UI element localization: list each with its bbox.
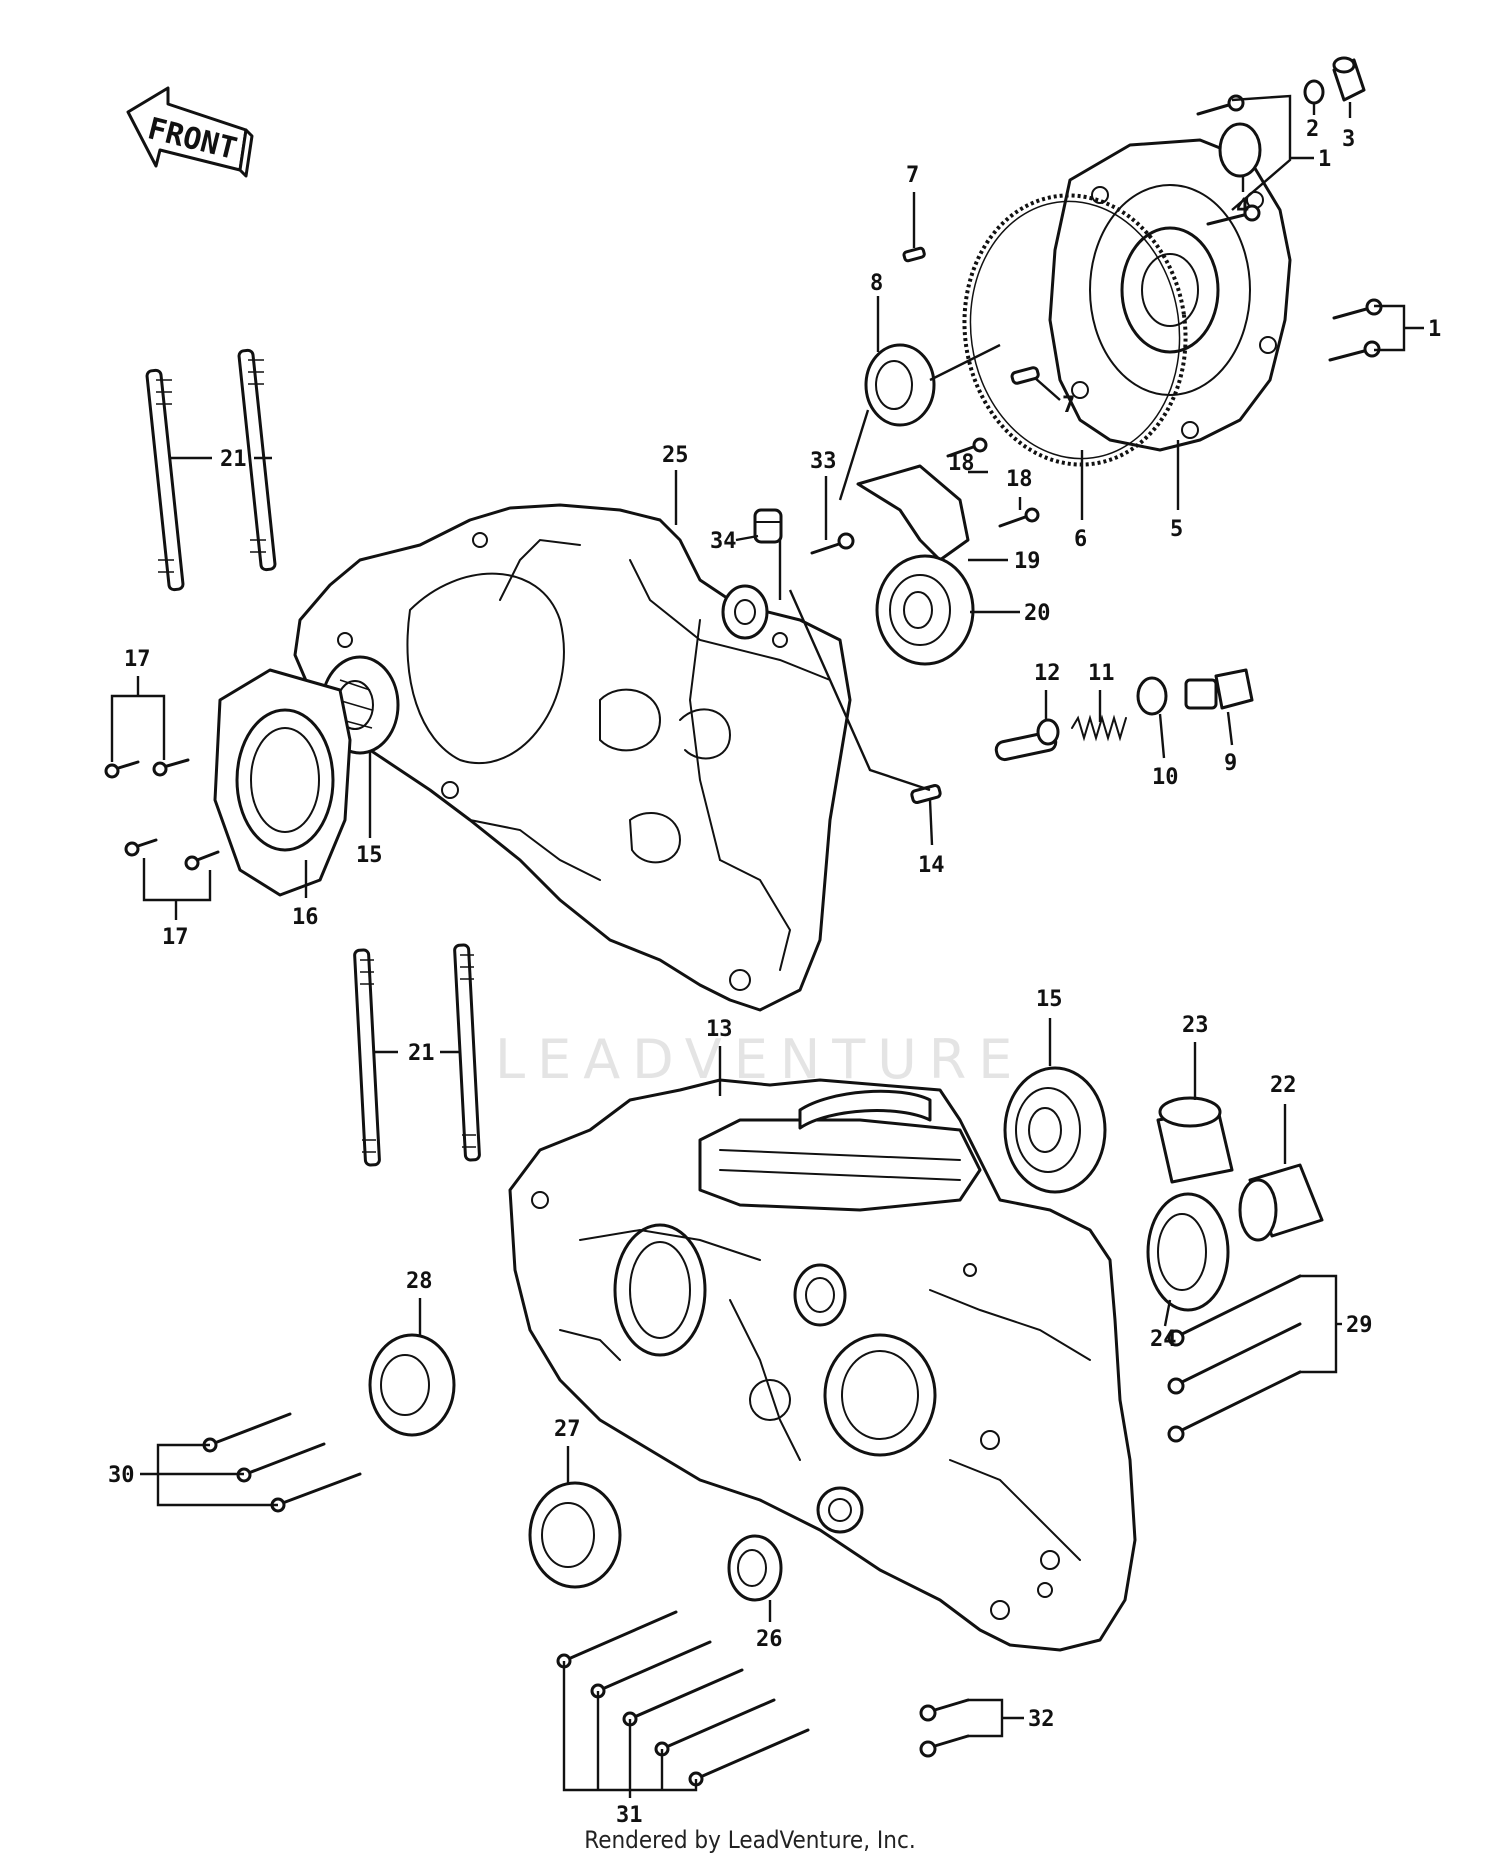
lower-crankcase-half — [508, 1078, 1137, 1652]
callout-31: 31 — [616, 1803, 643, 1828]
callout-17-bottom: 17 — [162, 925, 189, 950]
studs-21-lower — [353, 943, 481, 1167]
callout-15-lower: 15 — [1036, 987, 1063, 1012]
callout-7-top: 7 — [906, 163, 919, 188]
screws-32 — [919, 1698, 970, 1758]
callout-22: 22 — [1270, 1073, 1297, 1098]
oil-seal-27 — [528, 1481, 622, 1589]
callout-27: 27 — [554, 1417, 581, 1442]
bracket-19 — [856, 437, 1040, 562]
callout-10: 10 — [1152, 765, 1179, 790]
bolts-31 — [556, 1610, 810, 1787]
callout-20: 20 — [1024, 601, 1051, 626]
callout-18-right: 18 — [1006, 467, 1033, 492]
detent-assembly — [994, 668, 1254, 762]
callout-23: 23 — [1182, 1013, 1209, 1038]
bolts-29 — [1167, 1274, 1302, 1443]
callout-21-upper: 21 — [220, 447, 247, 472]
callout-13: 13 — [706, 1017, 733, 1042]
cap-23 — [1156, 1096, 1234, 1184]
callout-1-top: 1 — [1318, 147, 1331, 172]
footer-credit: Rendered by LeadVenture, Inc. — [584, 1826, 916, 1854]
callout-11: 11 — [1088, 661, 1115, 686]
sleeve-22 — [1238, 1163, 1324, 1242]
bearing-15 — [1003, 1066, 1107, 1194]
callout-7-right: 7 — [1062, 393, 1075, 418]
watermark: LEADVENTURE — [495, 1028, 1024, 1091]
studs-21-upper — [145, 348, 277, 592]
callout-labels: 1 1 2 3 4 5 6 7 7 8 9 10 11 12 13 14 15 … — [108, 117, 1441, 1828]
callout-15-upper: 15 — [356, 843, 383, 868]
callout-12: 12 — [1034, 661, 1061, 686]
callout-5: 5 — [1170, 517, 1183, 542]
oil-seal-26 — [727, 1534, 783, 1602]
callout-16: 16 — [292, 905, 319, 930]
callout-9: 9 — [1224, 751, 1237, 776]
front-arrow-icon: FRONT — [126, 86, 254, 178]
plug-34 — [753, 508, 783, 544]
bolt-33 — [810, 532, 855, 555]
callout-6: 6 — [1074, 527, 1087, 552]
callout-21-lower: 21 — [408, 1041, 435, 1066]
callout-28: 28 — [406, 1269, 433, 1294]
callout-24: 24 — [1150, 1327, 1177, 1352]
bolts-30 — [202, 1412, 362, 1513]
callout-34: 34 — [710, 529, 737, 554]
oil-seal-8 — [864, 343, 936, 427]
washer-icon — [1303, 79, 1325, 105]
callout-8: 8 — [870, 271, 883, 296]
seal-plate-16 — [213, 668, 352, 897]
callout-33: 33 — [810, 449, 837, 474]
drain-plug-icon — [1184, 668, 1254, 710]
callout-25: 25 — [662, 443, 689, 468]
upper-crankcase-half — [293, 503, 852, 1012]
circlip-icon — [1218, 122, 1262, 178]
callout-17-top: 17 — [124, 647, 151, 672]
callout-26: 26 — [756, 1627, 783, 1652]
oil-seal-28 — [368, 1333, 456, 1437]
callout-18-left: 18 — [948, 451, 975, 476]
collar-icon — [1332, 56, 1366, 102]
callout-14: 14 — [918, 853, 945, 878]
callout-29: 29 — [1346, 1313, 1373, 1338]
callout-30: 30 — [108, 1463, 135, 1488]
leader-lines — [110, 94, 1424, 1798]
bearing-20 — [875, 554, 975, 666]
callout-3: 3 — [1342, 127, 1355, 152]
bearing-24 — [1146, 1192, 1230, 1312]
callout-4: 4 — [1236, 195, 1249, 220]
callout-32: 32 — [1028, 1707, 1055, 1732]
callout-2: 2 — [1306, 117, 1319, 142]
screws-17 — [104, 758, 220, 871]
callout-19: 19 — [1014, 549, 1041, 574]
dowel-pins — [902, 246, 1040, 805]
callout-1-right: 1 — [1428, 317, 1441, 342]
